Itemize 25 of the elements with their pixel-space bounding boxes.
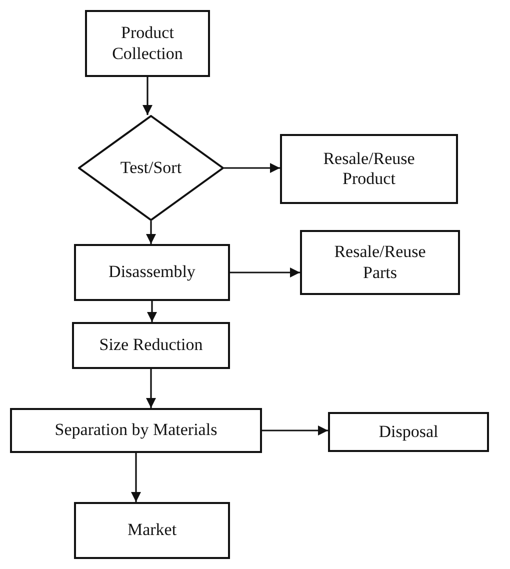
arrow (262, 426, 328, 436)
process-box (280, 134, 458, 204)
node-label: Disassembly (108, 262, 196, 283)
arrow (224, 163, 280, 173)
arrow (146, 221, 156, 244)
arrow (146, 369, 156, 408)
process-box (300, 230, 460, 295)
arrow (131, 453, 141, 502)
process-box (74, 244, 230, 301)
node-label: Resale/Reuse Product (322, 148, 416, 190)
node-label: Test/Sort (119, 158, 183, 178)
process-box (10, 408, 262, 453)
node-label: Product Collection (111, 23, 184, 64)
node-label: Market (126, 520, 178, 541)
node-label: Disposal (378, 422, 440, 442)
arrow (147, 301, 157, 322)
process-box (85, 10, 210, 77)
process-box (328, 412, 489, 452)
node-label: Separation by Materials (54, 420, 218, 441)
process-box (74, 502, 230, 559)
node-label: Size Reduction (98, 335, 204, 356)
arrow (142, 77, 152, 115)
process-box (72, 322, 230, 369)
arrow (230, 268, 300, 278)
node-label: Resale/Reuse Parts (333, 242, 427, 283)
